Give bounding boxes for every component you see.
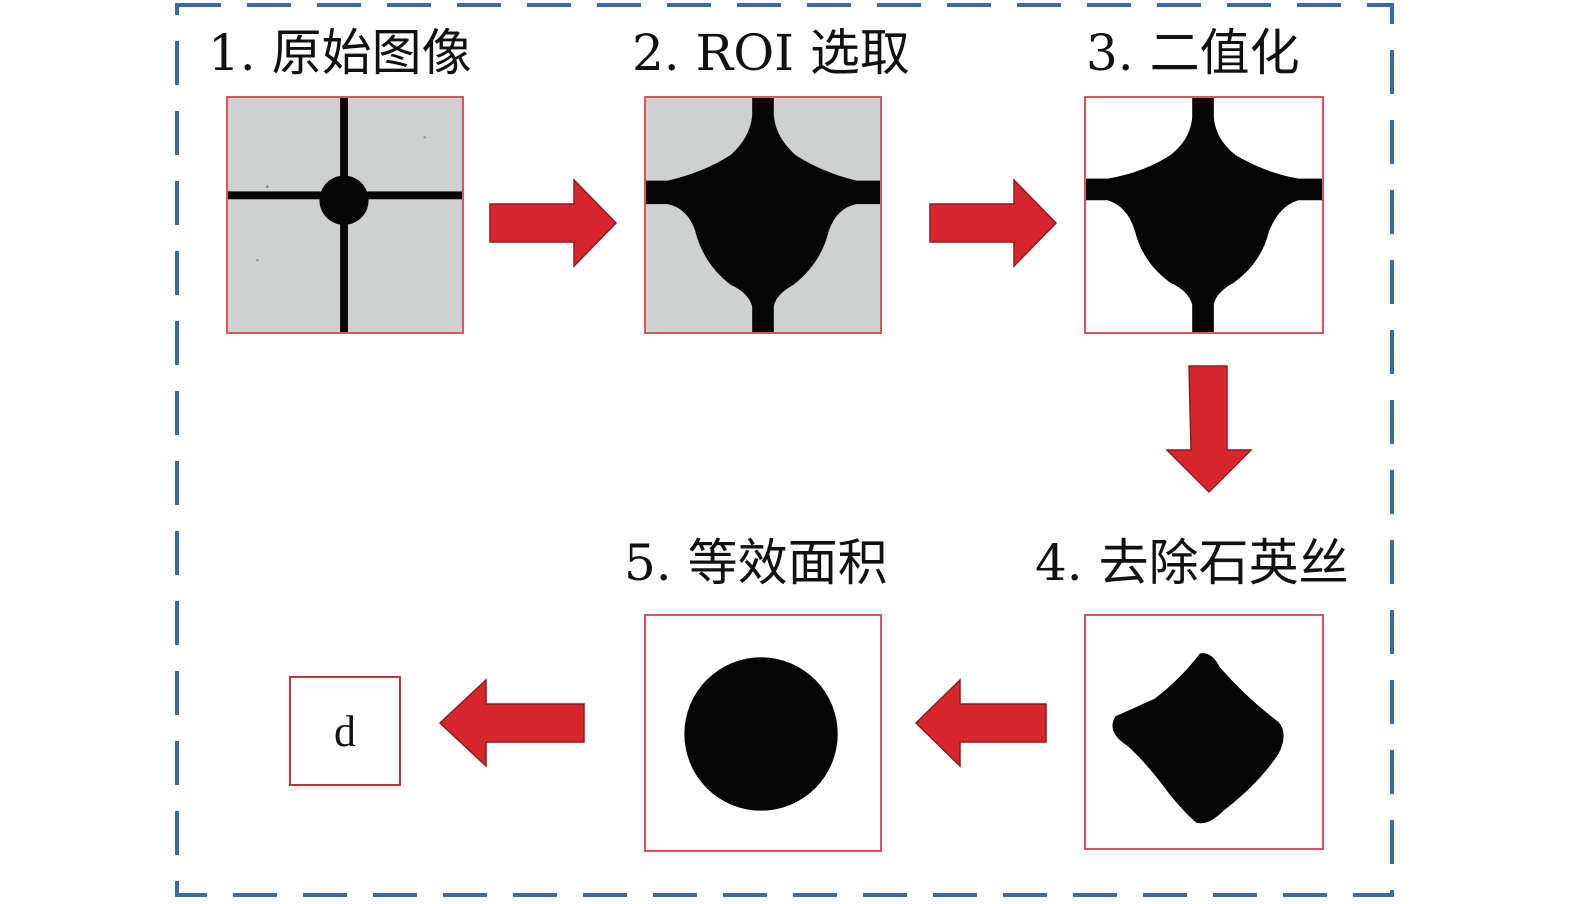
equivalent-circle xyxy=(684,657,837,810)
binarized-panel xyxy=(1084,96,1324,334)
binarized-image xyxy=(1086,98,1322,332)
step-2-label: 2. ROI 选取 xyxy=(632,28,910,78)
roi-panel xyxy=(644,96,882,334)
diameter-result-box: d xyxy=(289,676,401,786)
original-image-panel xyxy=(226,96,464,334)
diameter-label: d xyxy=(334,706,356,757)
equivalent-area-image xyxy=(646,616,880,850)
step-4-label: 4. 去除石英丝 xyxy=(1035,538,1349,588)
original-image xyxy=(228,98,462,332)
arrow-left-1-icon xyxy=(912,678,1050,768)
step-3-label: 3. 二值化 xyxy=(1086,28,1300,78)
fiber-removed-image xyxy=(1086,616,1322,848)
arrow-left-2-icon xyxy=(436,678,588,768)
step-5-label: 5. 等效面积 xyxy=(624,538,888,588)
arrow-down-icon xyxy=(1163,364,1255,496)
arrow-right-1-icon xyxy=(488,178,620,268)
fiber-removed-panel xyxy=(1084,614,1324,850)
arrow-right-2-icon xyxy=(928,178,1060,268)
equivalent-area-panel xyxy=(644,614,882,852)
roi-image xyxy=(646,98,880,332)
step-1-label: 1. 原始图像 xyxy=(208,28,472,78)
